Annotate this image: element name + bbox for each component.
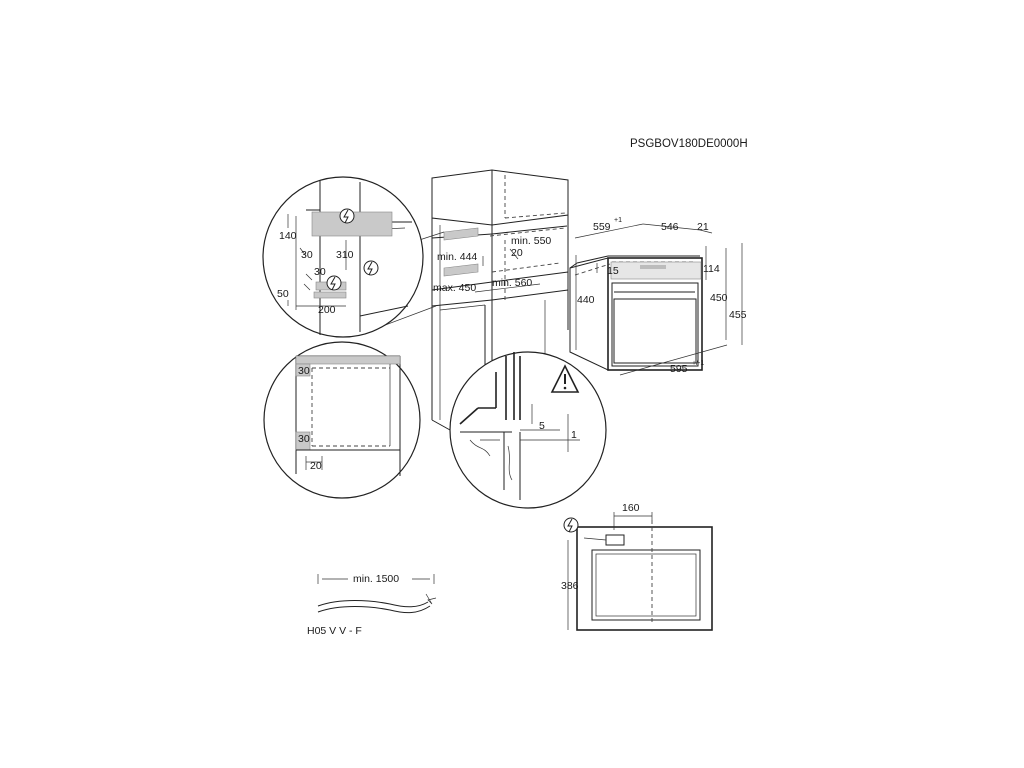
dim-140: 140 — [279, 230, 297, 242]
dim-15: 15 — [607, 265, 619, 277]
dim-min444: min. 444 — [437, 251, 477, 263]
dim-mount-5: 5 — [539, 420, 545, 432]
dim-455: 455 — [729, 309, 747, 321]
dim-114: 114 — [703, 263, 720, 275]
oven-drawing: 559 +1 546 21 15 114 440 450 455 595 +/-… — [569, 217, 747, 376]
dim-200: 200 — [318, 304, 336, 316]
cabinet-drawing: min. 550 20 min. 444 max. 450 min. 560 — [371, 169, 569, 431]
dim-440: 440 — [577, 294, 595, 306]
electric-shock-icon — [326, 275, 342, 291]
electric-shock-icon — [563, 517, 579, 533]
dim-cab-20: 20 — [511, 247, 523, 259]
rear-view-drawing: 160 386 — [561, 502, 713, 631]
dim-386: 386 — [561, 580, 579, 592]
dim-310: 310 — [336, 249, 354, 261]
electric-shock-icon — [339, 208, 355, 224]
model-code: PSGBOV180DE0000H — [630, 138, 748, 150]
warning-triangle-icon — [550, 364, 580, 393]
dim-gap-30-top: 30 — [298, 365, 310, 377]
cable-drawing: min. 1500 H05 V V - F — [307, 573, 437, 637]
dim-21: 21 — [697, 221, 709, 233]
dim-30-upper: 30 — [301, 249, 313, 261]
dim-mount-1: 1 — [571, 429, 577, 441]
dim-546: 546 — [661, 221, 679, 233]
dim-559-tolerance: +1 — [614, 217, 622, 224]
dim-559: 559 — [593, 221, 611, 233]
dim-max450: max. 450 — [433, 282, 476, 294]
dim-50: 50 — [277, 288, 289, 300]
electric-shock-icon — [363, 260, 379, 276]
dim-595: 595 — [670, 363, 688, 375]
socket-detail-circle: 140 30 310 30 50 200 — [262, 176, 424, 338]
dim-gap-20: 20 — [310, 460, 322, 472]
mounting-detail-circle: 5 1 — [449, 351, 607, 509]
dim-gap-30-bottom: 30 — [298, 433, 310, 445]
cable-type: H05 V V - F — [307, 625, 362, 637]
dim-min550: min. 550 — [511, 235, 551, 247]
ventilation-gap-circle: 30 30 20 — [263, 341, 421, 499]
dim-595-tolerance: +/-1 — [692, 360, 704, 367]
dim-30-lower: 30 — [314, 266, 326, 278]
dim-160: 160 — [622, 502, 640, 514]
dim-450: 450 — [710, 292, 728, 304]
cable-min-length: min. 1500 — [353, 573, 399, 585]
